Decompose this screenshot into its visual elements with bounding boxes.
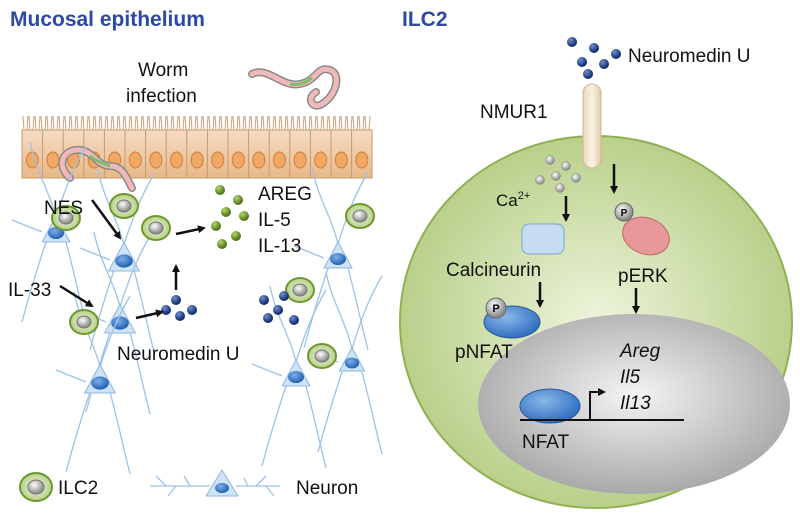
nmu-dot: [289, 315, 299, 325]
neuron-network: [11, 141, 383, 475]
legend-neuron-icon: [150, 469, 280, 497]
epithelial-nucleus: [273, 151, 286, 169]
epithelial-nucleus: [170, 151, 183, 169]
nucleus: [478, 314, 790, 494]
product-il5: IL-5: [258, 210, 291, 231]
worm-icon: [248, 65, 341, 110]
legend-ilc2-label: ILC2: [58, 478, 98, 499]
epithelial-nucleus: [355, 151, 369, 169]
neuromedin-u-label-right: Neuromedin U: [628, 46, 751, 67]
calcium-dot: [561, 161, 571, 171]
nmu-dot: [567, 37, 577, 47]
cytokine-dot: [233, 195, 243, 205]
calcium-dot: [571, 173, 581, 183]
calcium-label: Ca2+: [496, 190, 530, 210]
right-arrows: [536, 164, 640, 314]
nmu-dot: [273, 305, 283, 315]
worm-in-tissue-icon: [58, 145, 136, 192]
cytokine-dots: [211, 185, 249, 249]
cytokine-dot: [211, 221, 221, 231]
legend: ILC2 Neuron: [19, 469, 358, 502]
gene-areg: Areg: [619, 341, 661, 362]
neuromedin-u-dots: [161, 291, 299, 325]
product-il13: IL-13: [258, 236, 301, 257]
worm-label-line1: Worm: [138, 60, 188, 81]
epithelial-nucleus: [334, 151, 348, 169]
epithelial-nucleus: [252, 151, 266, 169]
nmu-dot: [171, 295, 181, 305]
worm-label-line2: infection: [126, 86, 197, 107]
pnfat-icon: P: [483, 297, 541, 339]
ilc2-cell-icon: [141, 215, 171, 241]
nmu-dot: [577, 57, 587, 67]
gene-il13: Il13: [620, 393, 651, 414]
calcineurin-icon: [521, 223, 565, 255]
cytokine-dot: [231, 231, 241, 241]
nes-label: NES: [44, 198, 83, 219]
calcium-dot: [535, 175, 545, 185]
epithelial-nucleus: [46, 151, 60, 169]
legend-neuron-label: Neuron: [296, 478, 358, 499]
ilc2-cells: [51, 193, 375, 369]
neuromedin-u-dots-right: [567, 37, 621, 79]
svg-text:P: P: [621, 208, 628, 219]
perk-icon: P: [614, 202, 670, 256]
ilc2-cell-icon: [285, 277, 315, 303]
ilc2-cell-icon: [109, 193, 139, 219]
right-panel-title: ILC2: [402, 8, 448, 31]
svg-text:P: P: [492, 303, 499, 315]
nfat-icon: [519, 388, 581, 424]
nmur1-receptor: [582, 83, 602, 169]
nfat-label: NFAT: [522, 432, 570, 453]
calcium-dot: [551, 171, 561, 181]
nmur1-label: NMUR1: [480, 102, 548, 123]
nmu-dot: [161, 305, 171, 315]
calcium-dot: [555, 183, 565, 193]
cytokine-dot: [215, 185, 225, 195]
epithelial-nucleus: [190, 151, 204, 169]
epithelial-nucleus: [293, 151, 307, 169]
nmu-dot: [187, 305, 197, 315]
nmu-dot: [175, 311, 185, 321]
cytokine-dot: [217, 239, 227, 249]
gene-il5: Il5: [620, 367, 641, 388]
neuron-icon: [307, 271, 383, 455]
ilc2-cell-icon: [345, 203, 375, 229]
legend-ilc2-icon: [19, 472, 53, 502]
epithelium-layer: [21, 115, 373, 179]
neuron-icon: [293, 167, 369, 351]
epithelial-nucleus: [211, 151, 225, 169]
epithelial-nucleus: [128, 151, 142, 169]
calcium-dot: [545, 155, 555, 165]
cytokine-dot: [239, 211, 249, 221]
product-areg: AREG: [258, 184, 312, 205]
dna-promoter-line: [520, 388, 684, 421]
calcineurin-label: Calcineurin: [446, 260, 541, 281]
nmu-dot: [583, 69, 593, 79]
left-arrows: [59, 199, 206, 320]
nmu-dot: [279, 291, 289, 301]
pnfat-label: pNFAT: [455, 342, 513, 363]
nmu-dot: [263, 313, 273, 323]
left-panel-title: Mucosal epithelium: [10, 8, 205, 31]
epithelial-nucleus: [231, 151, 245, 169]
nmu-dot: [259, 295, 269, 305]
calcium-dots: [535, 155, 581, 193]
ilc2-cell-icon: [69, 309, 99, 335]
neuron-icon: [251, 285, 327, 469]
perk-label: pERK: [618, 266, 668, 287]
neuron-icon: [79, 169, 155, 353]
neuromedin-u-label-left: Neuromedin U: [117, 344, 240, 365]
cytokine-dot: [221, 207, 231, 217]
nmu-dot: [589, 43, 599, 53]
ilc2-cell-icon: [51, 205, 81, 231]
epithelial-nucleus: [314, 151, 328, 169]
epithelial-nucleus: [149, 151, 163, 169]
ilc2-cell-icon: [307, 343, 337, 369]
il33-label: IL-33: [8, 280, 51, 301]
nmu-dot: [611, 49, 621, 59]
nmu-dot: [599, 59, 609, 69]
